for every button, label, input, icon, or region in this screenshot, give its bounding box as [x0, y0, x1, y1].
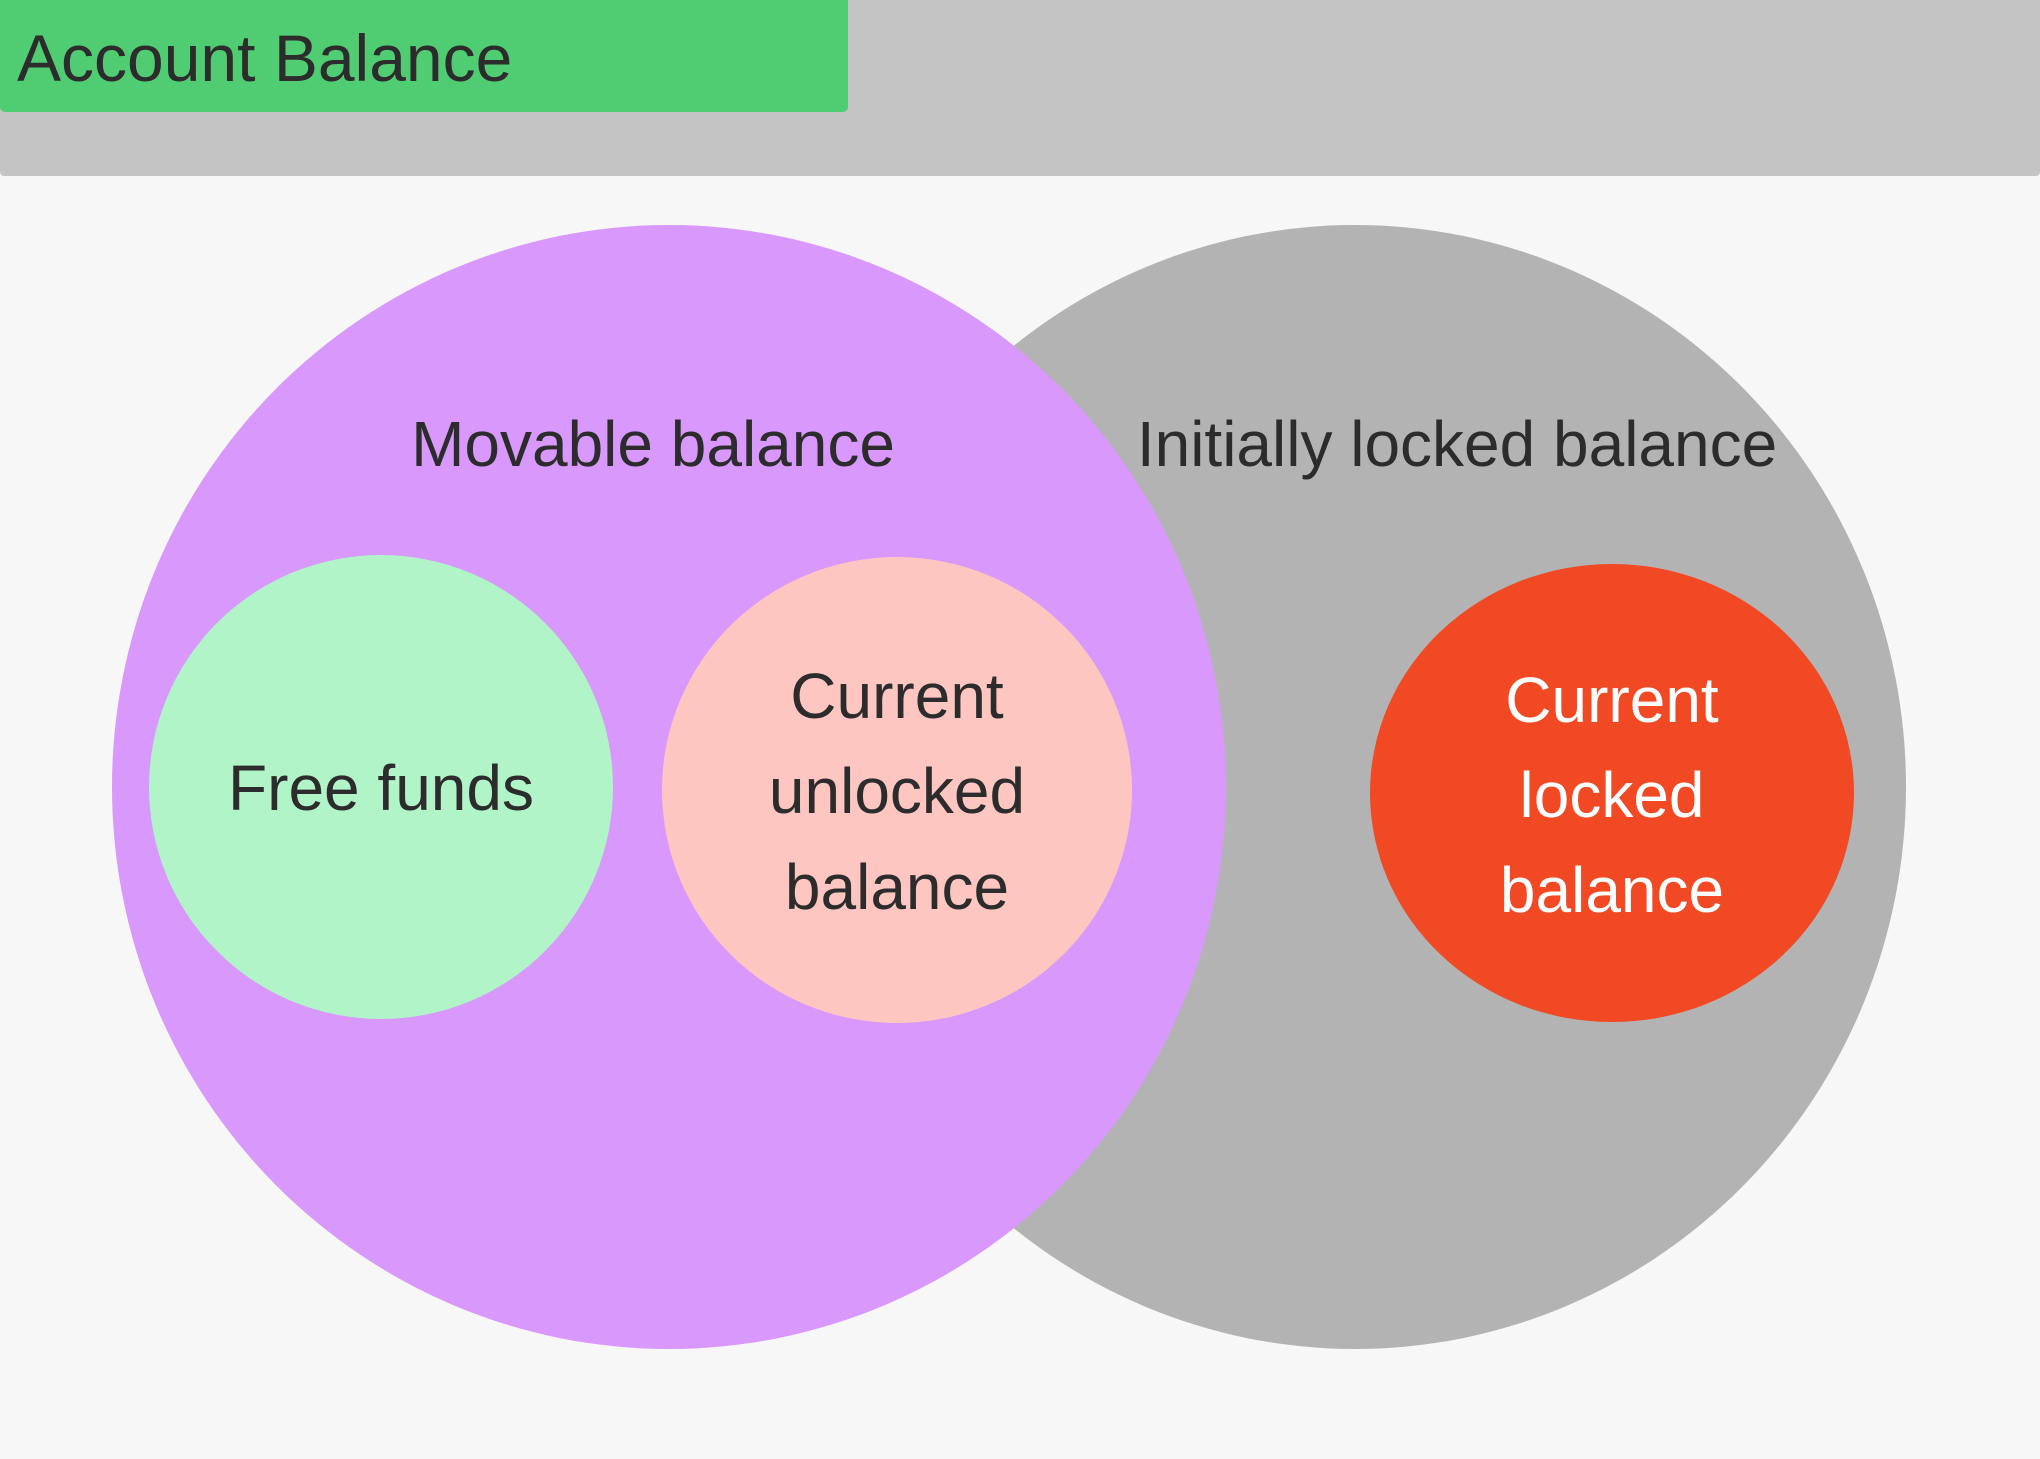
header-bar: Account Balance — [0, 0, 2040, 176]
free-funds-circle — [149, 555, 613, 1019]
initially-locked-label: Initially locked balance — [1137, 408, 1777, 480]
current-unlocked-label-line: Current — [790, 660, 1004, 732]
current-locked-label-line: locked — [1520, 759, 1705, 831]
current-unlocked-label-line: unlocked — [769, 755, 1025, 827]
current-locked-label-line: Current — [1505, 664, 1719, 736]
current-locked-label-line: balance — [1500, 854, 1724, 926]
movable-balance-label: Movable balance — [411, 408, 895, 480]
current-unlocked-label-line: balance — [785, 851, 1009, 923]
current-unlocked-circle — [662, 557, 1132, 1023]
free-funds-label: Free funds — [228, 752, 534, 824]
page-title: Account Balance — [17, 21, 513, 95]
current-locked-circle — [1370, 564, 1854, 1022]
title-badge: Account Balance — [0, 0, 848, 112]
